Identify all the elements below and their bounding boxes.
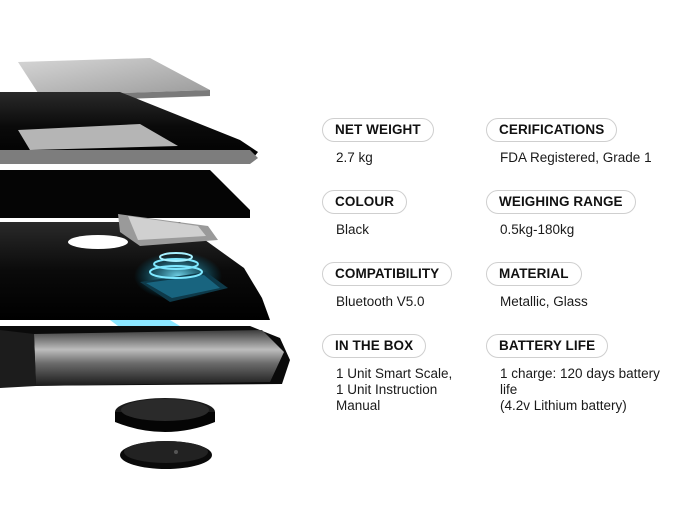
spec-in-the-box: IN THE BOX 1 Unit Smart Scale, 1 Unit In… [322, 334, 512, 414]
spec-weighing-range: WEIGHING RANGE 0.5kg-180kg [486, 190, 676, 238]
spec-battery-life: BATTERY LIFE 1 charge: 120 days battery … [486, 334, 676, 414]
spec-label: BATTERY LIFE [486, 334, 609, 358]
scale-foot-lower [120, 441, 212, 469]
inner-frame [0, 170, 250, 218]
spec-value: 1 charge: 120 days battery life (4.2v Li… [500, 366, 660, 413]
spec-value: Black [336, 222, 370, 237]
spec-certifications: CERIFICATIONS FDA Registered, Grade 1 [486, 118, 676, 166]
spec-label: MATERIAL [486, 262, 582, 286]
spec-label: CERIFICATIONS [486, 118, 618, 142]
scale-body [0, 214, 270, 326]
spec-net-weight: NET WEIGHT 2.7 kg [322, 118, 512, 166]
spec-label: COLOUR [322, 190, 408, 214]
black-glass-plate [0, 92, 258, 164]
spec-value: 1 Unit Smart Scale, 1 Unit Instruction M… [336, 366, 453, 413]
spec-label: NET WEIGHT [322, 118, 434, 142]
spec-label: COMPATIBILITY [322, 262, 453, 286]
scale-base [0, 326, 290, 388]
spec-colour: COLOUR Black [322, 190, 512, 238]
spec-value: 2.7 kg [336, 150, 373, 165]
spec-label: WEIGHING RANGE [486, 190, 636, 214]
spec-value: FDA Registered, Grade 1 [500, 150, 652, 165]
spec-value: Bluetooth V5.0 [336, 294, 425, 309]
spec-value: 0.5kg-180kg [500, 222, 575, 237]
spec-material: MATERIAL Metallic, Glass [486, 262, 676, 310]
spec-label: IN THE BOX [322, 334, 427, 358]
scale-foot-upper [115, 398, 215, 432]
spec-compatibility: COMPATIBILITY Bluetooth V5.0 [322, 262, 512, 310]
exploded-scale-illustration [0, 58, 290, 469]
spec-value: Metallic, Glass [500, 294, 588, 309]
